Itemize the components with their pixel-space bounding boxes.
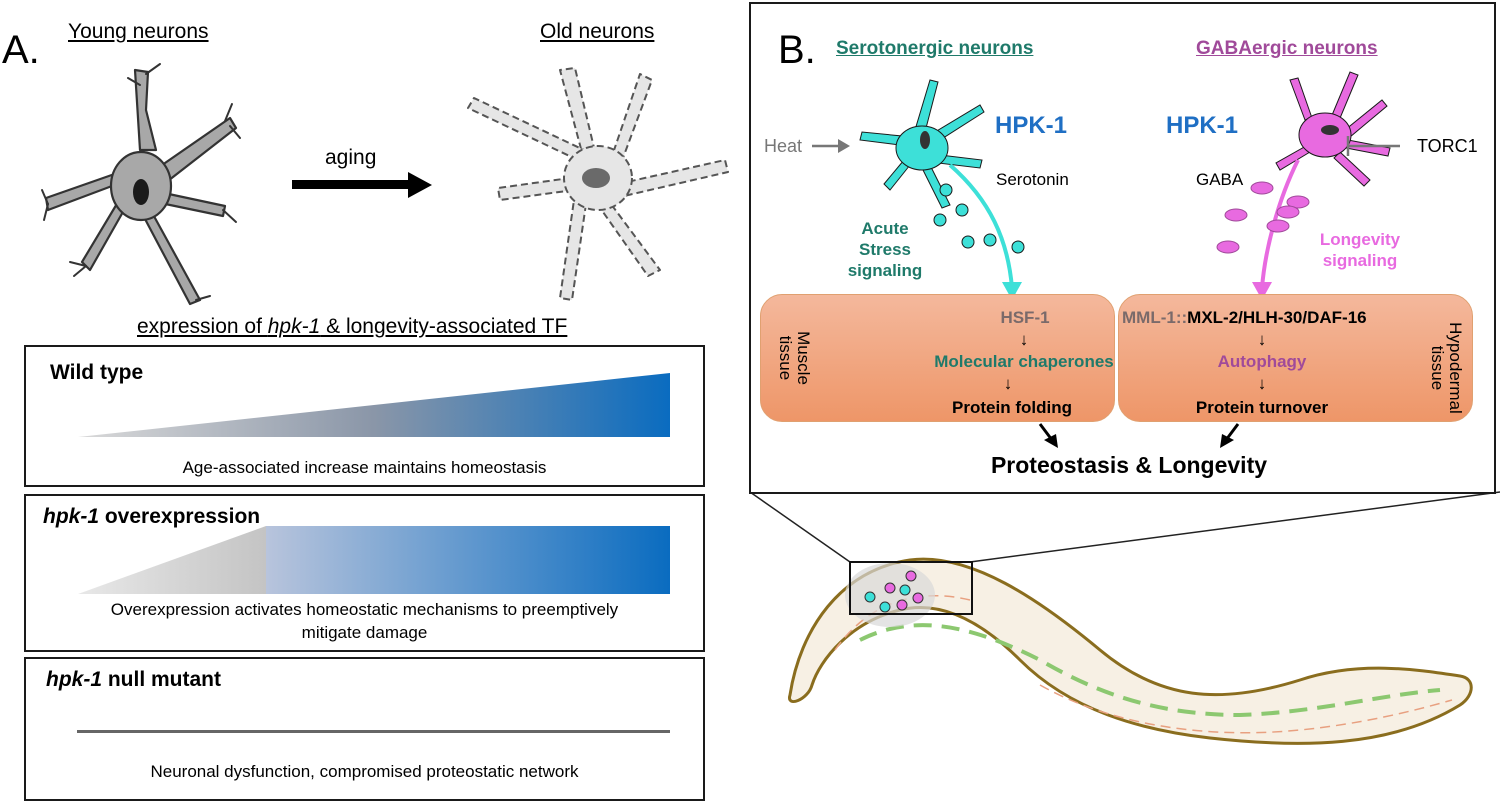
gaba-vesicles (1216, 181, 1310, 254)
aging-arrow-label: aging (325, 146, 377, 169)
gabaergic-neuron-icon (1275, 71, 1391, 187)
hsf1-label: HSF-1 (1000, 308, 1050, 327)
gabaergic-title: GABAergic neurons (1196, 38, 1378, 59)
young-neurons-label: Young neurons (68, 20, 209, 43)
serotonin-label: Serotonin (996, 170, 1069, 189)
neuron-illustrations (41, 63, 729, 306)
hypodermal-tissue-box (1118, 294, 1473, 422)
worm-icon (788, 557, 1473, 745)
old-neuron-icon (467, 67, 729, 301)
torc1-label: TORC1 (1417, 136, 1478, 156)
serotonergic-title: Serotonergic neurons (836, 38, 1034, 59)
expression-title: expression of hpk-1 & longevity-associat… (137, 315, 568, 338)
autophagy-label: Autophagy (1217, 352, 1307, 371)
overexpression-gradient (78, 526, 670, 594)
protein-turnover-label: Protein turnover (1195, 398, 1329, 417)
gaba-label: GABA (1196, 170, 1244, 189)
panel-a-letter: A. (2, 28, 40, 72)
panel-b-letter: B. (778, 28, 816, 72)
hpk1-right-label: HPK-1 (1166, 112, 1239, 139)
muscle-arrow-1-icon: ↓ (1019, 330, 1029, 349)
proteostasis-longevity-label: Proteostasis & Longevity (990, 452, 1268, 478)
wild-type-title: Wild type (50, 361, 144, 384)
null-mutant-line (77, 730, 670, 733)
muscle-tissue-box (760, 294, 1115, 422)
protein-folding-label: Protein folding (952, 398, 1072, 417)
zoom-box (849, 561, 973, 615)
outcome-arrows-icon (1038, 423, 1240, 448)
mml1-label: MML-1::MXL-2/HLH-30/DAF-16 (1122, 308, 1367, 327)
heat-label: Heat (764, 136, 803, 156)
serotonin-dots (933, 183, 1025, 254)
young-neuron-icon (41, 63, 241, 306)
null-mutant-caption: Neuronal dysfunction, compromised proteo… (150, 762, 579, 781)
muscle-arrow-2-icon: ↓ (1003, 374, 1013, 393)
overexpression-caption-line2: mitigate damage (301, 623, 428, 642)
wild-type-box: Wild type Age-associated increase mainta… (24, 345, 705, 487)
worm-illustration (749, 491, 1500, 745)
wild-type-caption: Age-associated increase maintains homeos… (182, 458, 547, 477)
aging-arrow-icon (292, 172, 432, 198)
overexpression-title: hpk-1 overexpression (43, 505, 261, 528)
overexpression-caption-line1: Overexpression activates homeostatic mec… (110, 600, 619, 619)
overexpression-box: hpk-1 overexpression Overexpression acti… (24, 494, 705, 652)
hpk1-left-label: HPK-1 (995, 112, 1068, 139)
signaling-illustration (812, 71, 1400, 300)
null-mutant-box: hpk-1 null mutant Neuronal dysfunction, … (24, 657, 705, 801)
hypodermal-arrow-1-icon: ↓ (1257, 330, 1267, 349)
null-mutant-title: hpk-1 null mutant (46, 668, 222, 691)
chaperones-label: Molecular chaperones (934, 352, 1114, 371)
hypodermal-arrow-2-icon: ↓ (1257, 374, 1267, 393)
serotonergic-neuron-icon (859, 79, 985, 209)
wild-type-gradient (78, 373, 670, 437)
old-neurons-label: Old neurons (540, 20, 655, 43)
